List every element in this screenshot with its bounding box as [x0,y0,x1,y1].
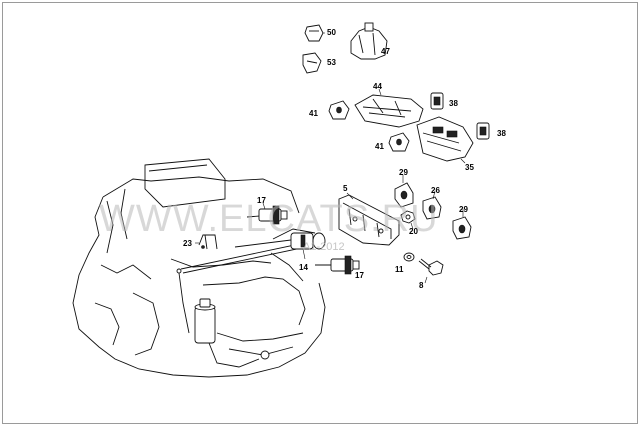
part-38-upper [430,92,444,110]
label-29-upper: 29 [399,168,408,177]
label-17-lower: 17 [355,271,364,280]
part-14 [290,232,326,260]
part-47-bracket [350,22,388,60]
label-41-lower: 41 [375,142,384,151]
part-26 [422,190,442,220]
part-35-assembly [416,116,474,164]
label-38-lower: 38 [497,129,506,138]
part-20-nut [400,210,416,230]
label-11: 11 [395,265,404,274]
label-29-lower: 29 [459,205,468,214]
part-17-upper [258,202,288,225]
part-41-lower [388,132,410,152]
part-5-bracket [338,192,400,246]
label-44: 44 [373,82,382,91]
label-5: 5 [343,184,348,193]
label-47: 47 [381,47,390,56]
label-35: 35 [465,163,474,172]
part-29-lower [452,209,472,240]
label-20: 20 [409,227,418,236]
part-29-upper [394,175,414,208]
label-26: 26 [431,186,440,195]
watermark-main: WWW.ELCATS.RU [99,198,439,240]
label-23: 23 [183,239,192,248]
label-8: 8 [419,281,424,290]
part-8-bolt [418,258,444,284]
label-14: 14 [299,263,308,272]
watermark-sub: A1-2012 [303,241,345,253]
engine-block [72,158,326,378]
part-44-tray [354,88,424,128]
part-17-lower [330,255,360,275]
part-50-clip [304,24,325,42]
label-41-upper: 41 [309,109,318,118]
label-38-upper: 38 [449,99,458,108]
label-50: 50 [327,28,336,37]
part-53-clip [302,52,322,74]
part-41-upper [328,100,350,120]
diagram-frame: WWW.ELCATS.RU A1-2012 50 47 53 44 41 38 … [2,2,638,424]
label-17-upper: 17 [257,196,266,205]
label-53: 53 [327,58,336,67]
part-23 [195,234,218,250]
part-11-washer [403,252,415,262]
parts-diagram: WWW.ELCATS.RU A1-2012 50 47 53 44 41 38 … [72,22,506,378]
part-38-lower [476,122,490,140]
